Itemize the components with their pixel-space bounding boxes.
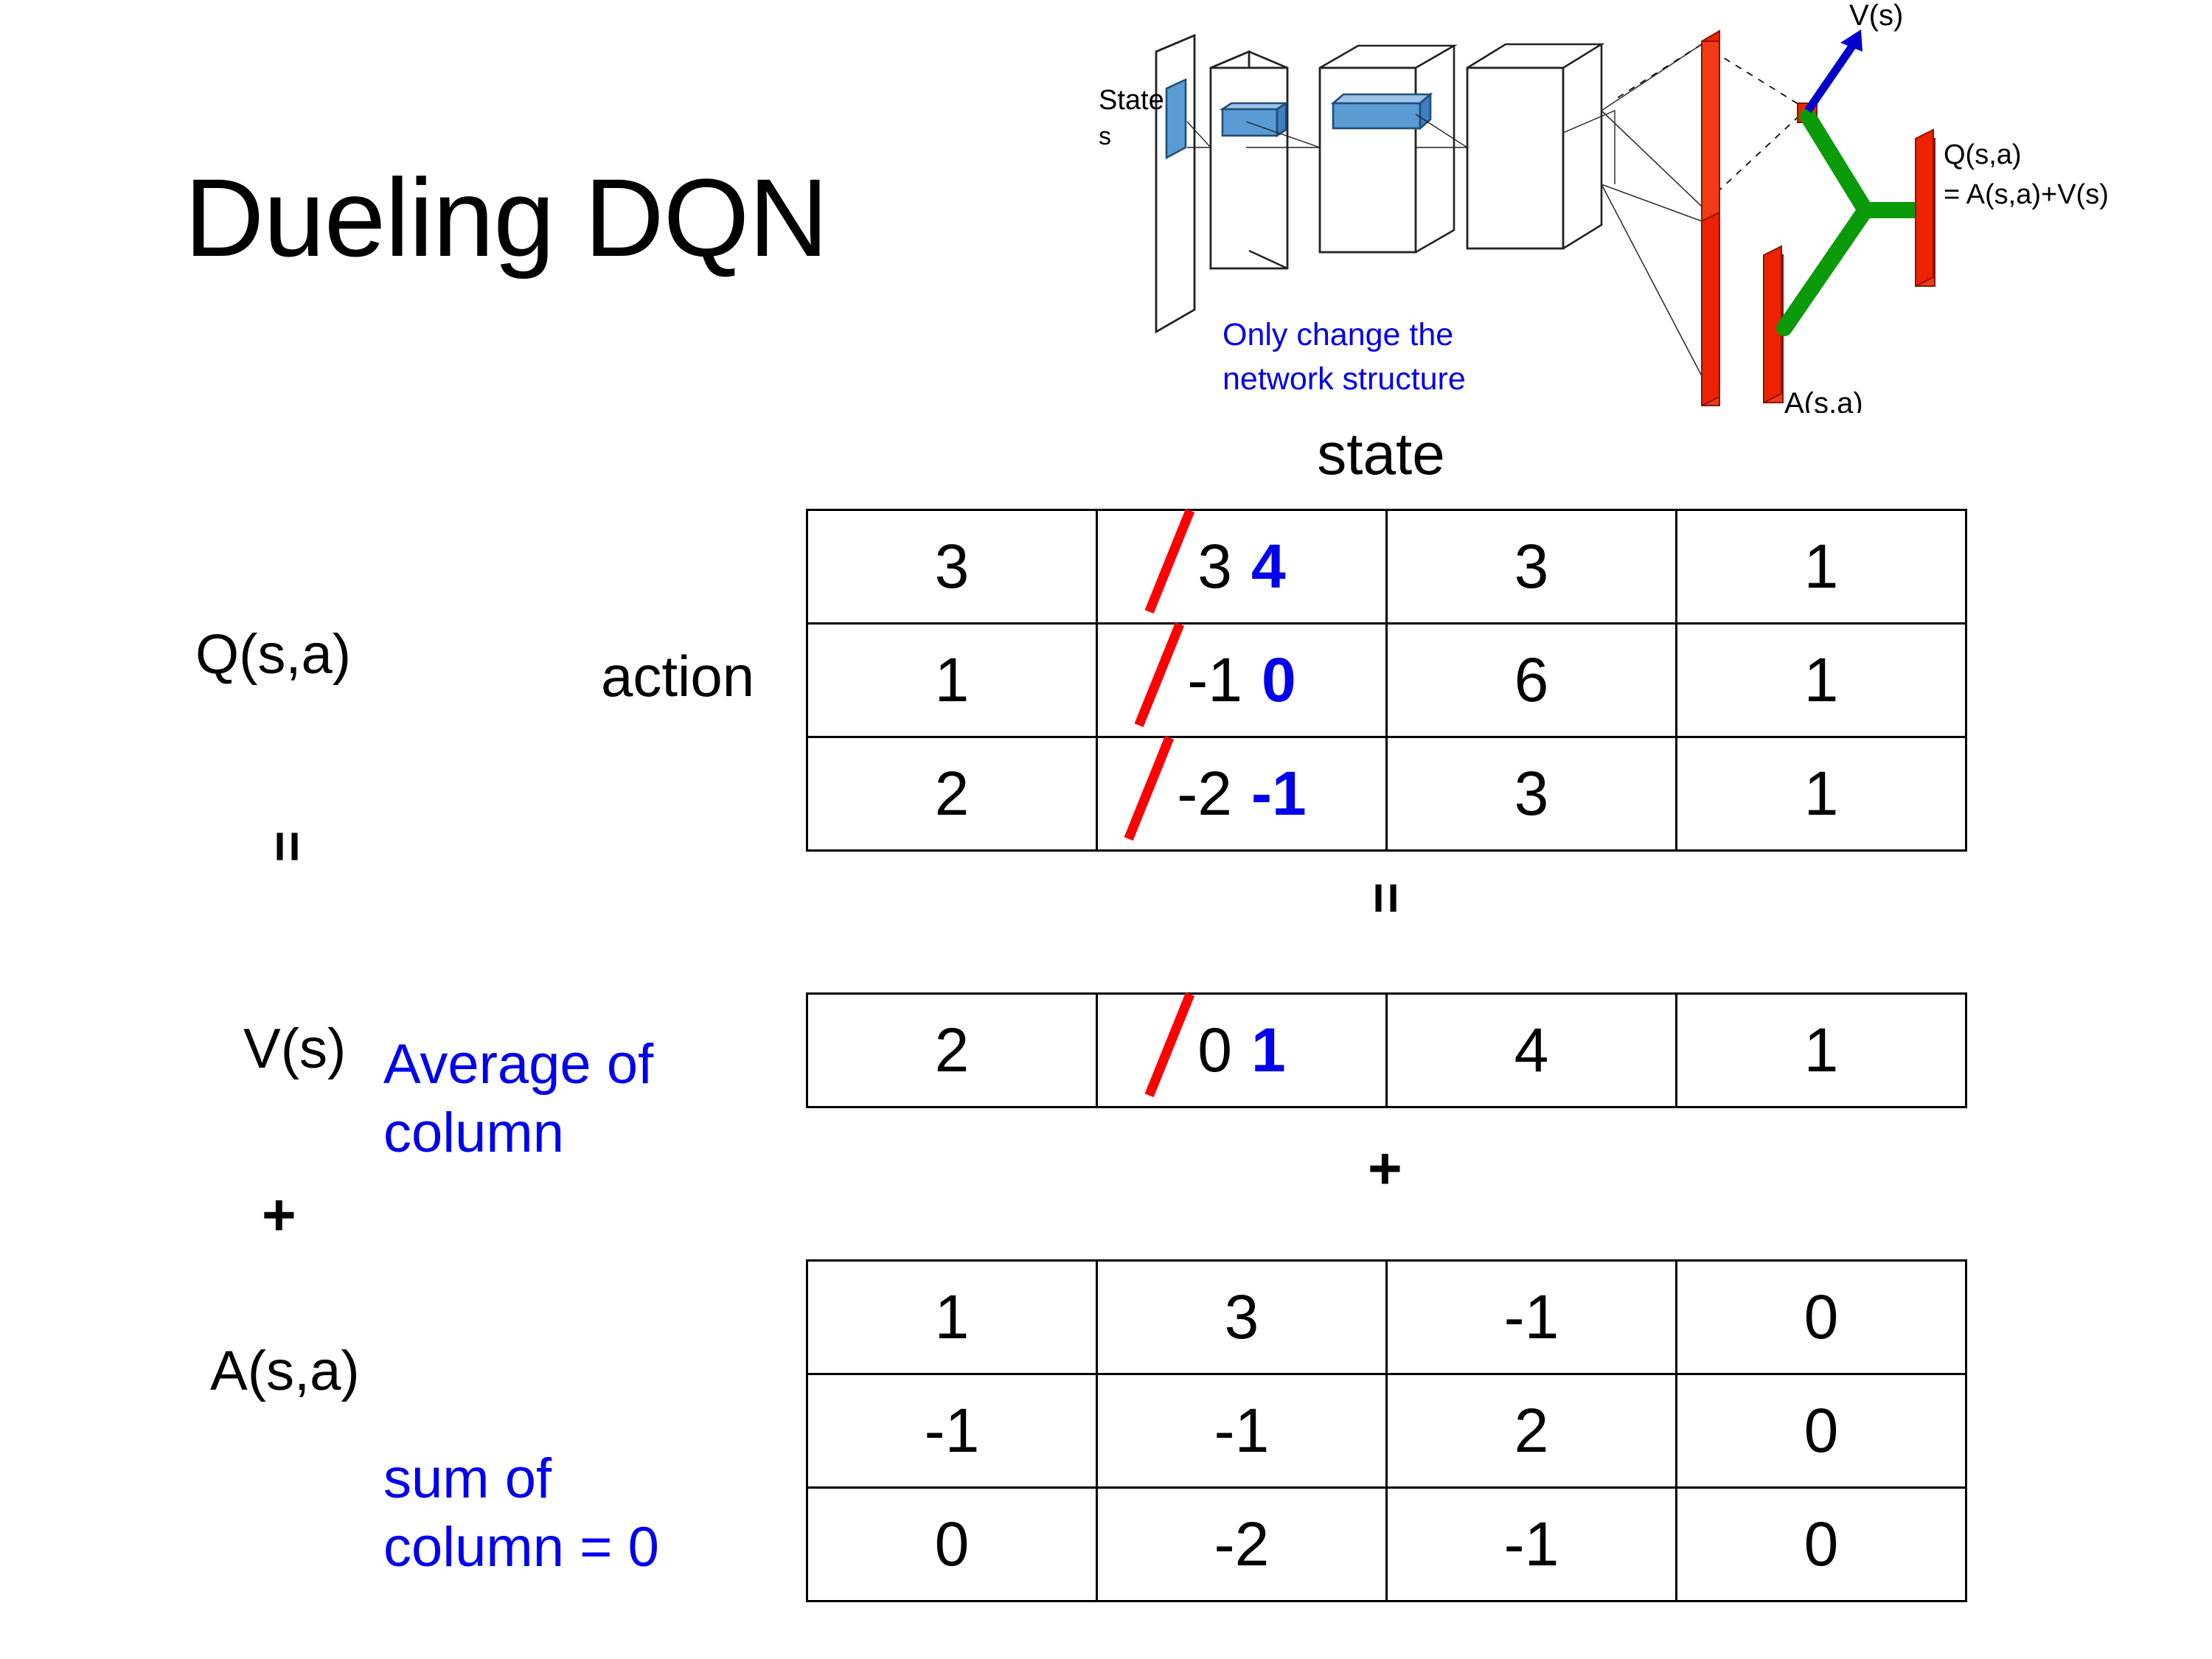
table-cell: 3 [1385, 509, 1677, 625]
diagram-state-label-line2: s [1099, 122, 1111, 150]
struck-old-value: 0 [1197, 1015, 1232, 1085]
sum-of-column-note: sum of column = 0 [383, 1445, 659, 1582]
action-axis-label: action [601, 644, 755, 709]
table-cell: 2 [1385, 1373, 1677, 1489]
average-of-column-note: Average of column [383, 1031, 653, 1167]
equals-sign-left: = [257, 830, 319, 861]
corrected-value: -1 [1251, 759, 1307, 828]
diagram-note-line2: network structure [1222, 361, 1466, 397]
corrected-value: 1 [1251, 1015, 1286, 1085]
table-cell: -1 [806, 1373, 1098, 1489]
diagram-note-line1: Only change the [1222, 317, 1453, 352]
plus-sign-left: + [262, 1182, 296, 1248]
table-cell: 1 [806, 1259, 1098, 1375]
diagram-value-label: V(s) [1849, 0, 1903, 32]
table-cell: 0 [1675, 1486, 1967, 1602]
v-function-label: V(s) [243, 1018, 347, 1080]
q-function-label: Q(s,a) [195, 623, 352, 686]
table-cell: -2 [1096, 1486, 1388, 1602]
table-cell: 1 [1675, 736, 1967, 852]
corrected-value: 4 [1251, 532, 1286, 601]
table-cell: 0 [1675, 1373, 1967, 1489]
table-cell: 3 [1385, 736, 1677, 852]
table-cell: 1 [806, 622, 1098, 738]
average-note-line1: Average of [383, 1033, 654, 1096]
table-cell: 1 [1675, 622, 1967, 738]
table-cell: -1 [1385, 1486, 1677, 1602]
table-cell: 4 [1385, 992, 1677, 1108]
struck-old-value: 3 [1197, 532, 1232, 601]
struck-old-value: -1 [1187, 645, 1242, 714]
table-cell: 2 [806, 736, 1098, 852]
page-title: Dueling DQN [184, 156, 829, 279]
table-cell: 2 [806, 992, 1098, 1108]
table-cell: 1 [1675, 509, 1967, 625]
table-cell: 0 [1675, 1259, 1967, 1375]
table-cell: 3 [1096, 1259, 1388, 1375]
table-cell: -1 [1096, 1373, 1388, 1489]
dueling-network-diagram: State s V(s) A(s,a) Q(s,a) = A(s,a)+V(s)… [1099, 0, 2212, 413]
sum-note-line1: sum of [383, 1447, 552, 1510]
diagram-state-label-line1: State [1099, 85, 1164, 116]
table-cell: -2 -1 [1096, 736, 1388, 852]
diagram-q-label-line2: = A(s,a)+V(s) [1944, 179, 2109, 210]
equals-sign-middle: = [1356, 882, 1417, 913]
table-cell: 3 [806, 509, 1098, 625]
table-cell: 6 [1385, 622, 1677, 738]
sum-note-line2: column = 0 [383, 1515, 659, 1579]
average-note-line2: column [383, 1101, 564, 1164]
table-cell: -1 0 [1096, 622, 1388, 738]
a-function-label: A(s,a) [210, 1340, 360, 1402]
table-cell: -1 [1385, 1259, 1677, 1375]
diagram-advantage-label: A(s,a) [1784, 387, 1863, 413]
table-cell: 1 [1675, 992, 1967, 1108]
state-axis-label: state [1317, 421, 1445, 487]
diagram-q-label-line1: Q(s,a) [1944, 139, 2022, 170]
table-cell: 0 [806, 1486, 1098, 1602]
plus-sign-middle: + [1368, 1135, 1402, 1201]
struck-old-value: -2 [1177, 759, 1232, 828]
corrected-value: 0 [1261, 645, 1296, 714]
